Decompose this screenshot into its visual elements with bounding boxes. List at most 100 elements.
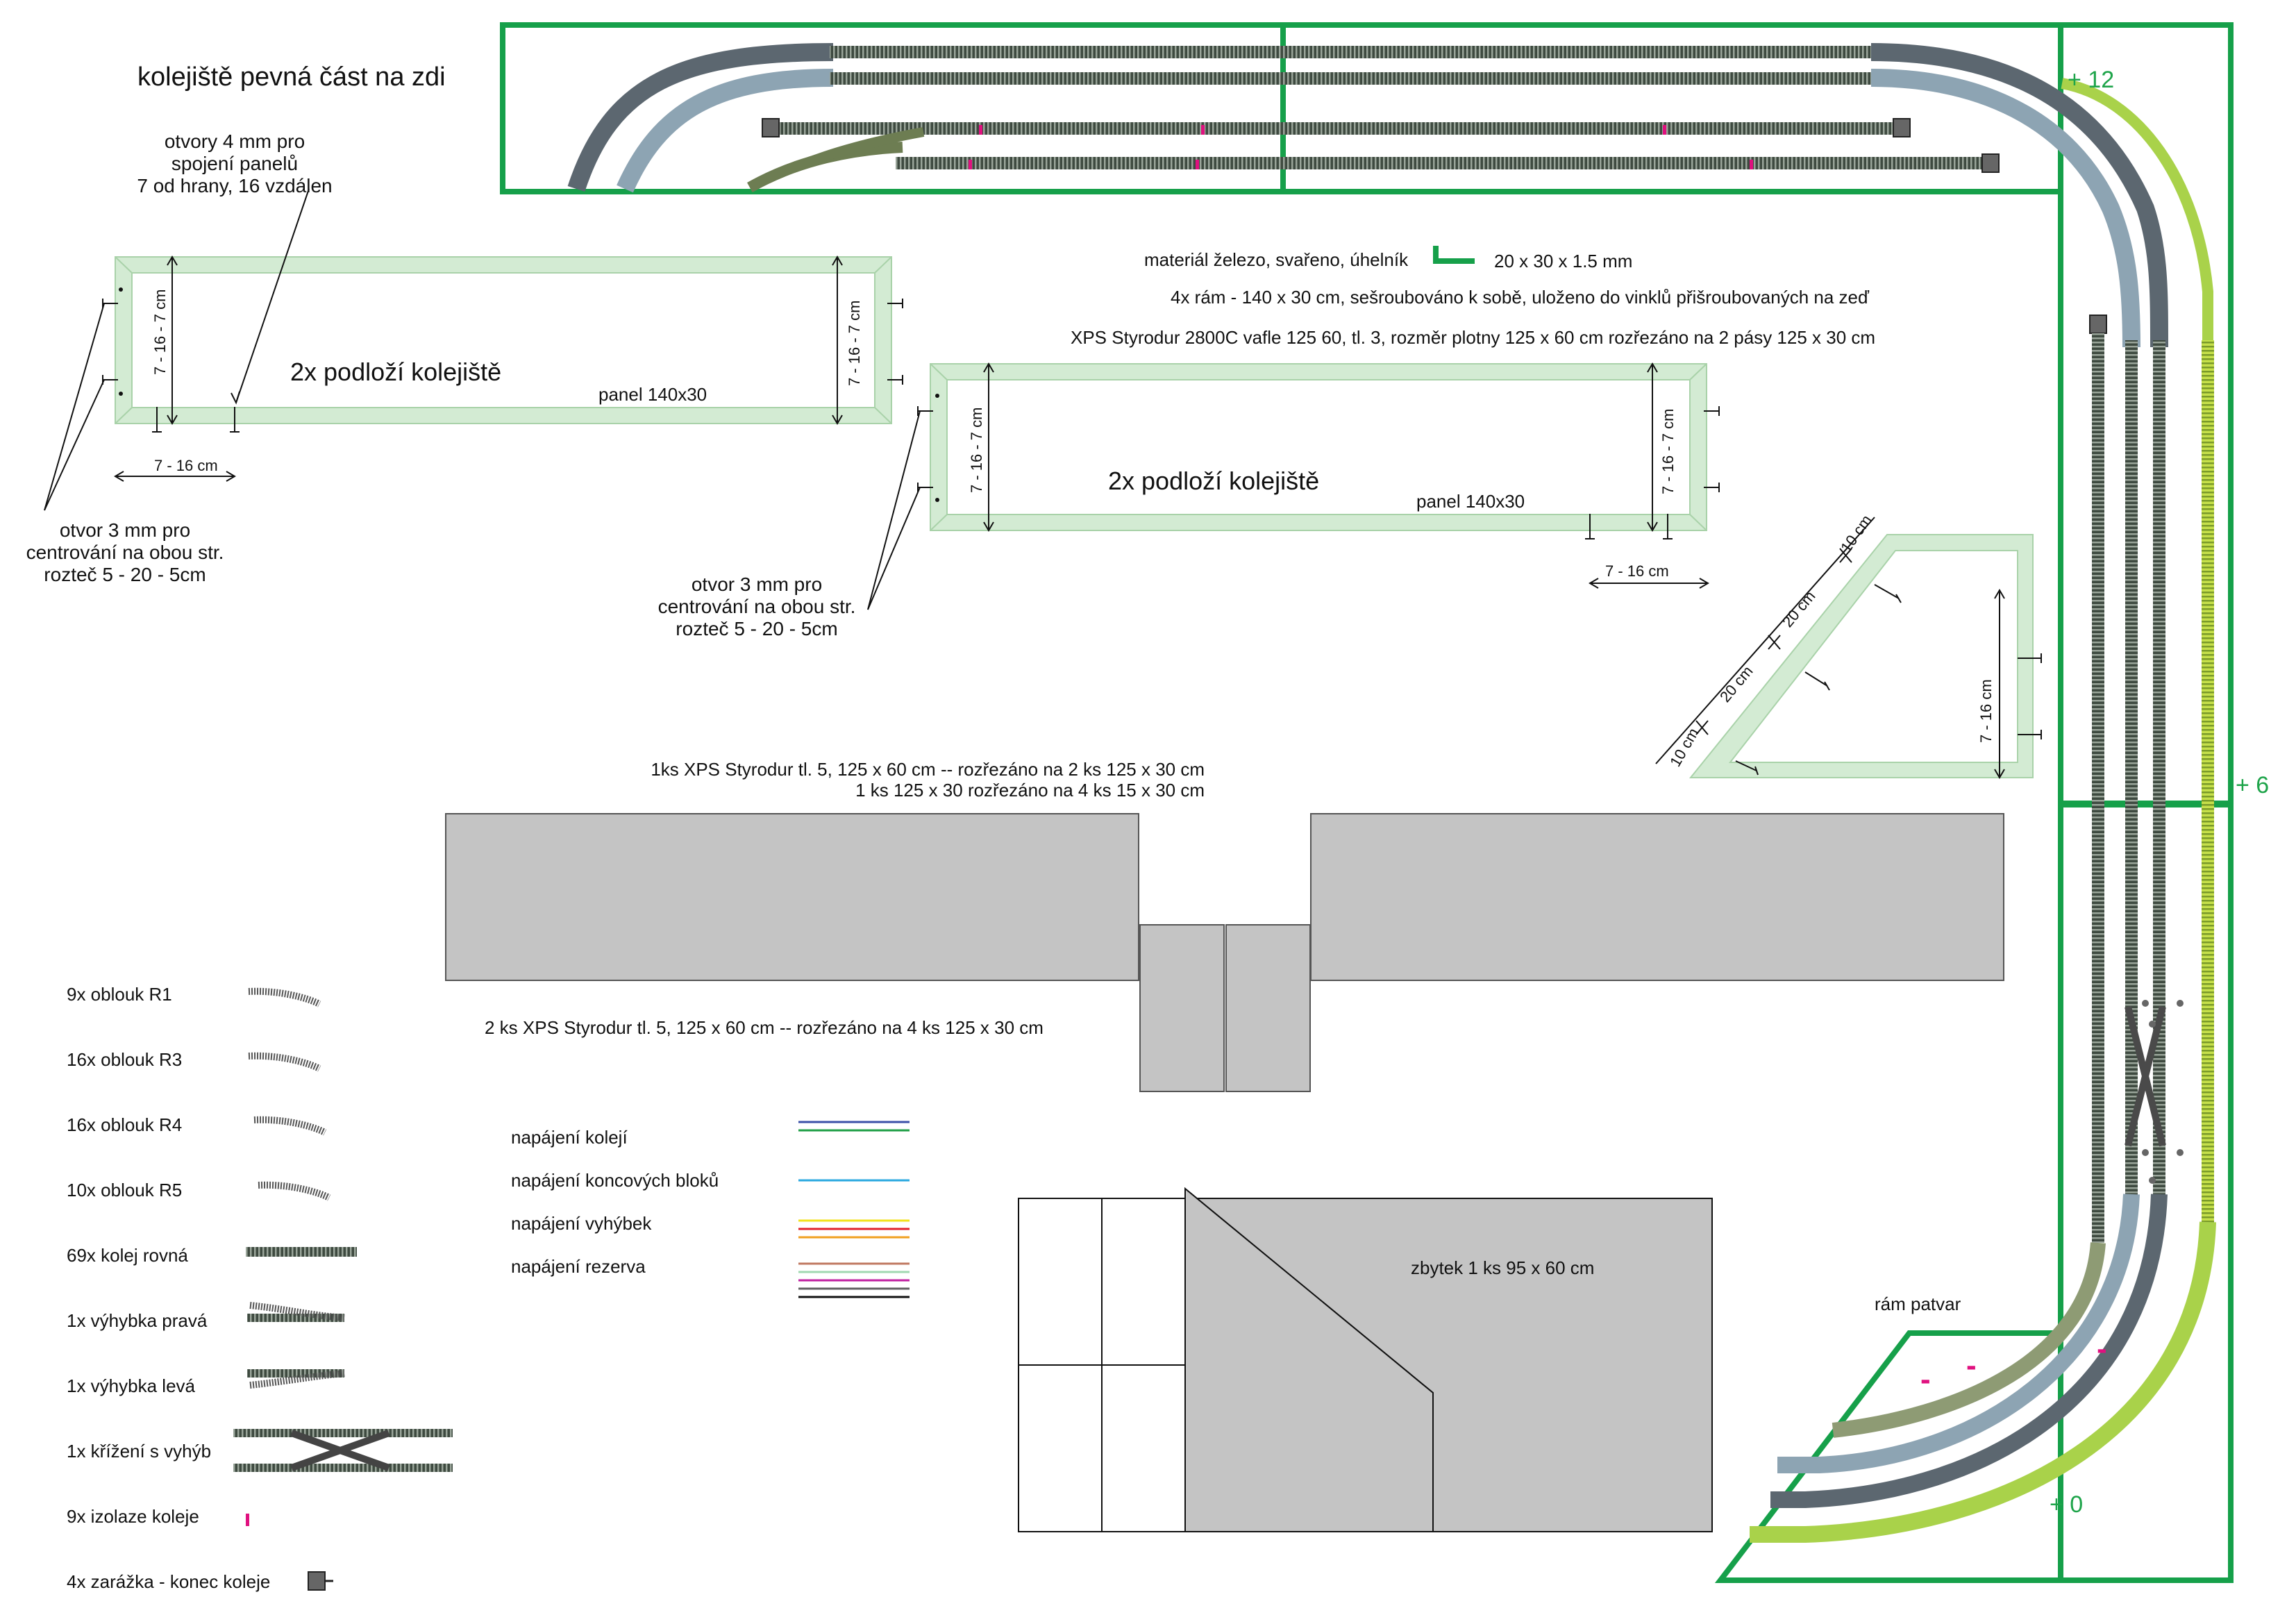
xps-note-line3: 2 ks XPS Styrodur tl. 5, 125 x 60 cm -- … [485,1017,1044,1038]
centering-note-line: otvor 3 mm pro [59,519,191,541]
centering-note-line: centrování na obou str. [26,542,224,564]
bottom-blue-curve [1777,1194,2140,1473]
panel-triangle [1655,517,2042,779]
siding-track-1 [778,122,1902,135]
xps-boards [445,813,2004,1092]
xps-top-text: XPS Styrodur 2800C vafle 125 60, tl. 3, … [1071,327,1876,348]
holes-note-line: spojení panelů [171,153,299,175]
profile-text: 20 x 30 x 1.5 mm [1494,251,1633,271]
wiring-label: napájení vyhýbek [511,1213,652,1234]
centering-note-line: otvor 3 mm pro [691,574,823,595]
xps-strip-1 [1139,924,1225,1092]
right-turnout-icon [247,1302,345,1322]
curve-inner-track [617,69,834,193]
panel-middle [867,362,1720,610]
crossing-drives [2142,1000,2184,1184]
panel-left [44,188,903,511]
xps-board-left [445,813,1139,981]
siding-track-2 [896,157,1993,169]
xps-note-line2: 1 ks 125 x 30 rozřezáno na 4 ks 15 x 30 … [855,780,1205,801]
parts-item: 10x oblouk R5 [67,1180,183,1200]
level-middle: + 6 [2236,772,2270,798]
frame-shape-label: rám patvar [1875,1294,1961,1314]
parts-item: 16x oblouk R4 [67,1114,183,1135]
buffer-stop-icon [1981,153,2000,173]
crossing-icon [233,1429,453,1472]
curve-outer-track [567,43,834,192]
holes-note: otvory 4 mm pro spojení panelů 7 od hran… [124,131,346,198]
level-bottom: + 0 [2050,1491,2084,1518]
wiring-label: napájení kolejí [511,1127,628,1148]
bottom-dark-curve [1770,1194,2168,1508]
material-text: materiál železo, svařeno, úhelník [1144,249,1409,270]
holes-note-line: 7 od hrany, 16 vzdálen [137,175,333,197]
left-turnout-icon [247,1369,345,1389]
curve-track-icon [258,1181,331,1201]
holes-note-line: otvory 4 mm pro [164,131,305,152]
curve-track-icon [248,1052,321,1072]
straight-track-1 [830,46,1871,58]
curve-track-icon [253,1116,327,1136]
page-title: kolejiště pevná část na zdi [137,62,446,92]
corner-lime-track [2061,78,2213,347]
vertical-siding [2092,333,2104,1243]
panel-left-size: panel 140x30 [598,384,707,405]
wiring-label: napájení rezerva [511,1256,646,1277]
parts-item: 69x kolej rovná [67,1245,188,1266]
buffer-stop-icon [1893,118,1911,137]
dim-vertical: 7 - 16 - 7 cm [968,407,985,493]
vertical-track-inner [2125,340,2138,1201]
buffer-stop-icon [762,118,780,137]
bottom-lime-curve [1750,1221,2216,1543]
buffer-stop-icon [308,1571,333,1591]
centering-note-left: otvor 3 mm pro centrování na obou str. r… [14,519,236,587]
centering-note-middle: otvor 3 mm pro centrování na obou str. r… [646,574,868,641]
insulator-icon [246,1514,249,1526]
parts-item: 1x výhybka pravá [67,1310,208,1331]
parts-item: 9x oblouk R1 [67,984,172,1005]
straight-track-2 [830,72,1871,85]
parts-item: 4x zarážka - konec koleje [67,1571,271,1592]
straight-track-icon [246,1247,357,1257]
turnout-branch [747,127,925,192]
centering-note-line: rozteč 5 - 20 - 5cm [44,564,206,586]
buffer-stop-icon [2089,315,2107,334]
minus-sign: - [1920,1362,1931,1396]
track-layout [500,22,2234,1583]
xps-strip-2 [1225,924,1311,1092]
panel-middle-size: panel 140x30 [1416,491,1525,512]
crossing-turnout [2125,1005,2166,1147]
corner-inner-track [1870,69,2140,348]
dim-vertical: 7 - 16 - 7 cm [151,289,169,375]
panel-left-label: 2x podloží kolejiště [290,358,502,386]
parts-item: 16x oblouk R3 [67,1049,183,1070]
remainder-text: zbytek 1 ks 95 x 60 cm [1411,1257,1595,1278]
centering-note-line: centrování na obou str. [657,596,856,618]
xps-note-line1: 1ks XPS Styrodur tl. 5, 125 x 60 cm -- r… [651,759,1205,780]
level-top: + 12 [2068,67,2115,93]
curve-track-icon [248,987,321,1007]
remainder-board [1018,1187,1713,1532]
panel-middle-label: 2x podloží kolejiště [1108,467,1320,495]
minus-sign: - [1966,1348,1977,1382]
minus-sign: - [2097,1332,2107,1366]
parts-item: 9x izolaze koleje [67,1506,199,1527]
wiring-label: napájení koncových bloků [511,1170,719,1191]
xps-board-right [1310,813,2004,981]
dim-horizontal: 7 - 16 cm [1605,562,1669,580]
dim-vertical: 7 - 16 - 7 cm [846,300,863,386]
corner-outer-track [1870,43,2168,348]
centering-note-line: rozteč 5 - 20 - 5cm [676,618,838,640]
angle-profile-icon [1433,246,1475,264]
parts-icons [233,987,453,1591]
parts-item: 1x výhybka levá [67,1375,195,1396]
bottom-olive-curve [1832,1242,2106,1438]
parts-item: 1x křížení s vyhýb [67,1441,212,1462]
dim-vertical-triangle: 7 - 16 cm [1977,679,1995,743]
wiring-lines [798,1121,910,1298]
vertical-track-outer [2153,340,2165,1201]
vertical-track-lime [2202,340,2214,1229]
dim-vertical: 7 - 16 - 7 cm [1659,408,1677,494]
dim-horizontal: 7 - 16 cm [154,457,218,474]
